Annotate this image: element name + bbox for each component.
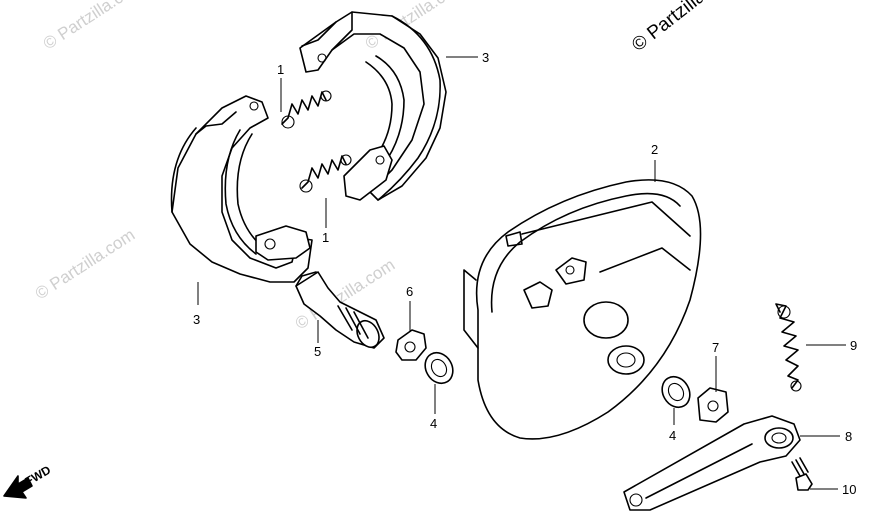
watermark-corner: © Partzilla.com — [628, 0, 742, 56]
brake-shoe-lower — [170, 95, 313, 283]
callout-10: 10 — [842, 482, 856, 497]
brake-panel — [463, 179, 702, 440]
seal-4-left — [424, 351, 454, 385]
callout-3-lower: 3 — [193, 312, 200, 327]
callout-6: 6 — [406, 284, 413, 299]
wear-indicator-7 — [697, 387, 729, 423]
watermark-2: © Partzilla.com — [32, 225, 138, 303]
brake-arm-8 — [623, 415, 801, 511]
callout-4-left: 4 — [430, 416, 437, 431]
callouts: 1 1 2 3 3 4 4 5 6 7 8 9 10 — [193, 50, 857, 497]
brake-cam — [295, 271, 385, 349]
spring-upper — [281, 90, 332, 129]
callout-2: 2 — [651, 142, 658, 157]
callout-1-lower: 1 — [322, 230, 329, 245]
callout-3-upper: 3 — [482, 50, 489, 65]
spring-lower — [299, 154, 352, 193]
callout-8: 8 — [845, 429, 852, 444]
return-spring-9 — [775, 303, 802, 392]
bolt-10 — [791, 457, 813, 491]
fwd-arrow-icon: FWD — [3, 463, 54, 499]
callout-4-right: 4 — [669, 428, 676, 443]
callout-9: 9 — [850, 338, 857, 353]
watermark-1: © Partzilla.com — [40, 0, 146, 53]
leader-lines — [197, 56, 846, 490]
callout-7: 7 — [712, 340, 719, 355]
washer-6 — [395, 329, 427, 361]
callout-1-upper: 1 — [277, 62, 284, 77]
brake-shoe-upper — [299, 11, 447, 201]
callout-5: 5 — [314, 344, 321, 359]
seal-4-right — [661, 375, 691, 409]
fwd-label: FWD — [23, 463, 54, 489]
